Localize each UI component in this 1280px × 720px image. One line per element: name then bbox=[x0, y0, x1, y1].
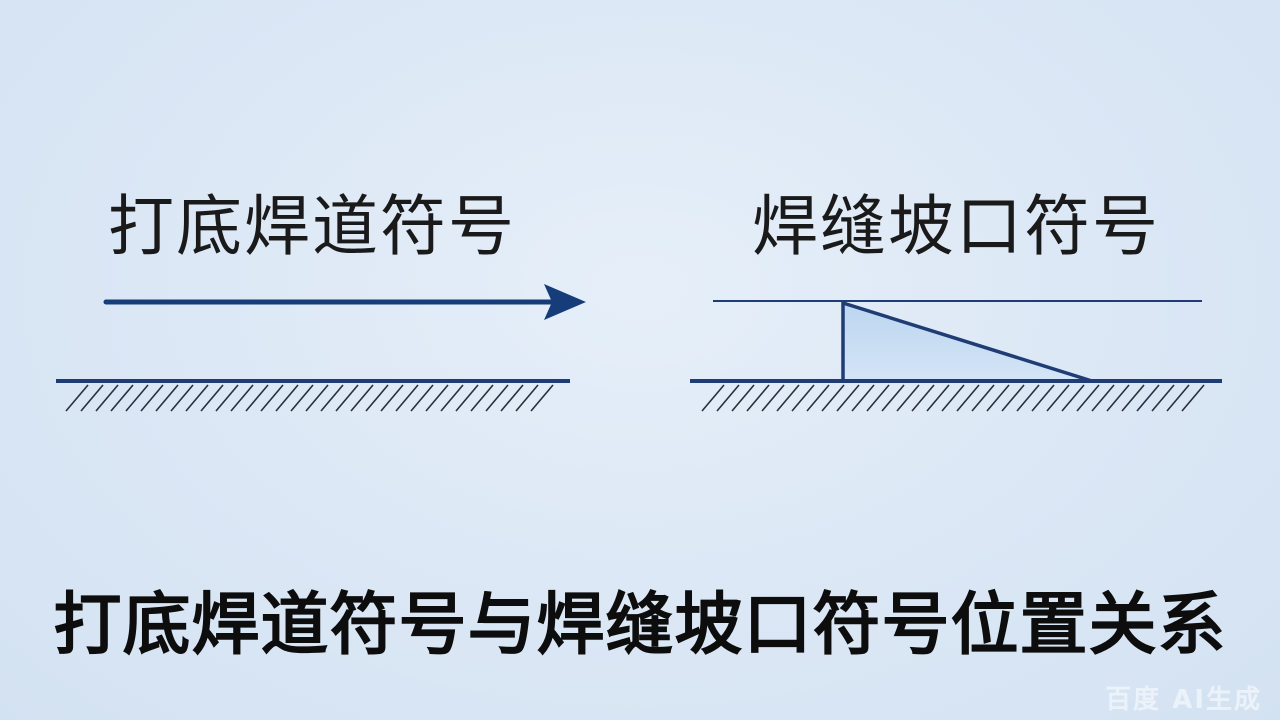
arrow-right-icon bbox=[103, 284, 586, 320]
hatch-stroke bbox=[866, 384, 890, 412]
left-hatching bbox=[65, 384, 554, 412]
hatch-stroke bbox=[470, 384, 494, 412]
hatch-stroke bbox=[320, 384, 344, 412]
hatch-stroke bbox=[911, 384, 935, 412]
hatch-stroke bbox=[395, 384, 419, 412]
hatch-stroke bbox=[365, 384, 389, 412]
hatch-stroke bbox=[791, 384, 815, 412]
hatch-stroke bbox=[125, 384, 149, 412]
hatch-stroke bbox=[290, 384, 314, 412]
hatch-stroke bbox=[455, 384, 479, 412]
hatch-stroke bbox=[851, 384, 875, 412]
hatch-stroke bbox=[380, 384, 404, 412]
hatch-stroke bbox=[1001, 384, 1025, 412]
hatch-stroke bbox=[1106, 384, 1130, 412]
hatch-stroke bbox=[215, 384, 239, 412]
hatch-stroke bbox=[110, 384, 134, 412]
hatch-stroke bbox=[956, 384, 980, 412]
hatch-stroke bbox=[881, 384, 905, 412]
hatch-stroke bbox=[485, 384, 509, 412]
hatch-stroke bbox=[941, 384, 965, 412]
hatch-stroke bbox=[95, 384, 119, 412]
hatch-stroke bbox=[530, 384, 554, 412]
hatch-stroke bbox=[155, 384, 179, 412]
hatch-stroke bbox=[926, 384, 950, 412]
hatch-stroke bbox=[65, 384, 89, 412]
hatch-stroke bbox=[1031, 384, 1055, 412]
hatch-stroke bbox=[701, 384, 725, 412]
hatch-stroke bbox=[245, 384, 269, 412]
hatch-stroke bbox=[350, 384, 374, 412]
label-backing-weld-symbol: 打底焊道符号 bbox=[108, 188, 516, 265]
hatch-stroke bbox=[1016, 384, 1040, 412]
groove-bevel-triangle bbox=[841, 300, 1093, 383]
hatch-stroke bbox=[410, 384, 434, 412]
hatch-stroke bbox=[425, 384, 449, 412]
hatch-stroke bbox=[986, 384, 1010, 412]
hatch-stroke bbox=[821, 384, 845, 412]
hatch-stroke bbox=[170, 384, 194, 412]
hatch-stroke bbox=[836, 384, 860, 412]
hatch-stroke bbox=[1166, 384, 1190, 412]
hatch-stroke bbox=[1061, 384, 1085, 412]
hatch-stroke bbox=[260, 384, 284, 412]
hatch-stroke bbox=[140, 384, 164, 412]
hatch-stroke bbox=[275, 384, 299, 412]
diagram-caption: 打底焊道符号与焊缝坡口符号位置关系 bbox=[53, 586, 1227, 665]
hatch-stroke bbox=[1151, 384, 1175, 412]
hatch-stroke bbox=[335, 384, 359, 412]
hatch-stroke bbox=[1181, 384, 1205, 412]
right-hatching bbox=[701, 384, 1205, 412]
hatch-stroke bbox=[896, 384, 920, 412]
hatch-stroke bbox=[80, 384, 104, 412]
hatch-stroke bbox=[731, 384, 755, 412]
hatch-stroke bbox=[200, 384, 224, 412]
hatch-stroke bbox=[515, 384, 539, 412]
hatch-stroke bbox=[806, 384, 830, 412]
hatch-stroke bbox=[1121, 384, 1145, 412]
hatch-stroke bbox=[776, 384, 800, 412]
hatch-stroke bbox=[746, 384, 770, 412]
hatch-stroke bbox=[185, 384, 209, 412]
hatch-stroke bbox=[500, 384, 524, 412]
hatch-stroke bbox=[440, 384, 464, 412]
hatch-stroke bbox=[761, 384, 785, 412]
watermark: 百度 AI生成 bbox=[1105, 685, 1262, 715]
label-groove-symbol: 焊缝坡口符号 bbox=[752, 188, 1160, 265]
hatch-stroke bbox=[1076, 384, 1100, 412]
hatch-stroke bbox=[971, 384, 995, 412]
hatch-stroke bbox=[1046, 384, 1070, 412]
hatch-stroke bbox=[305, 384, 329, 412]
hatch-stroke bbox=[716, 384, 740, 412]
hatch-stroke bbox=[230, 384, 254, 412]
hatch-stroke bbox=[1091, 384, 1115, 412]
hatch-stroke bbox=[1136, 384, 1160, 412]
